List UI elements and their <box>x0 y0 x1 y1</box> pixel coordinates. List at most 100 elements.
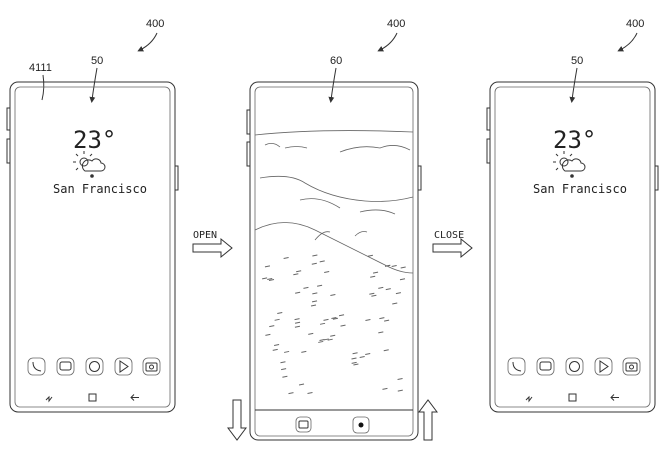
ripple-dash <box>353 363 359 366</box>
ripple-dash <box>400 266 406 269</box>
ripple-dash <box>288 392 294 395</box>
ripple-dash <box>367 254 373 257</box>
phone-body <box>9 81 176 413</box>
open-label: OPEN <box>193 230 217 241</box>
ripple-dash <box>378 331 384 334</box>
ref-400-middle: 400 <box>387 18 405 30</box>
phone-screen <box>494 86 651 408</box>
recent-apps-icon[interactable] <box>45 395 53 403</box>
ripple-dash <box>301 350 307 353</box>
ripple-dash <box>319 260 325 263</box>
app-dock <box>27 357 161 376</box>
ripple-dash <box>311 300 318 303</box>
ripple-dash <box>330 294 336 297</box>
ripple-dash <box>273 343 280 346</box>
ripple-dash <box>397 389 403 392</box>
ref-60: 60 <box>330 55 342 67</box>
browser-icon[interactable] <box>85 357 104 376</box>
ripple-dash <box>293 273 299 276</box>
volume-button <box>246 109 251 135</box>
play-store-icon[interactable] <box>114 357 133 376</box>
ripple-dash <box>295 291 301 294</box>
power-button <box>174 165 179 191</box>
leader-4111 <box>41 74 45 101</box>
ripple-dash <box>372 271 379 274</box>
back-icon[interactable] <box>610 394 619 401</box>
left-phone: 23° San Francisco <box>6 81 179 413</box>
temperature: 23° <box>73 126 116 154</box>
ripple-dash <box>308 332 314 335</box>
ripple-dash <box>283 257 289 260</box>
phone-body <box>249 81 419 441</box>
ripple-dash <box>385 264 391 267</box>
ripple-dash <box>385 288 391 291</box>
ripple-dash <box>294 318 300 321</box>
city-name: San Francisco <box>533 182 627 196</box>
ripple-dash <box>277 312 283 314</box>
ripple-dash <box>323 318 329 321</box>
camera-icon[interactable] <box>622 357 641 376</box>
ref-4111: 4111 <box>29 62 52 74</box>
ripple-dash <box>399 278 406 281</box>
leader-400-right <box>617 32 638 52</box>
ripple-dash <box>365 352 371 355</box>
camera-switch-icon[interactable] <box>295 416 312 433</box>
ripple-dash <box>264 265 271 268</box>
volume-button <box>486 138 491 164</box>
ripple-dash <box>365 318 371 321</box>
play-store-icon[interactable] <box>594 357 613 376</box>
ripple-dash <box>281 368 287 371</box>
leader-60 <box>328 67 337 103</box>
ripple-dash <box>282 375 288 378</box>
ripple-dash <box>310 304 317 307</box>
city-name: San Francisco <box>53 182 147 196</box>
shutter-button[interactable] <box>352 416 370 434</box>
nav-bar <box>525 393 619 403</box>
ripple-dash <box>269 325 275 328</box>
ripple-dash <box>319 322 326 325</box>
phone-icon[interactable] <box>507 357 526 376</box>
ripple-dash <box>312 292 318 295</box>
back-icon[interactable] <box>130 394 139 401</box>
ripple-dash <box>303 286 309 289</box>
power-button <box>417 165 422 191</box>
close-arrow-icon <box>432 237 473 259</box>
ripple-dash <box>274 318 280 321</box>
ripple-dash <box>331 317 337 320</box>
down-arrow-icon <box>227 399 247 441</box>
leader-400-left <box>137 32 158 52</box>
ripple-dash <box>324 271 330 274</box>
ref-50-right: 50 <box>571 55 583 67</box>
phone-screen <box>14 86 171 408</box>
ripple-dash <box>316 284 323 287</box>
browser-icon[interactable] <box>565 357 584 376</box>
ripple-dash <box>391 265 397 268</box>
ripple-dash <box>378 286 384 289</box>
ripple-dash <box>384 319 390 322</box>
leader-400-middle <box>377 32 398 52</box>
ripple-dash <box>340 324 346 327</box>
right-phone: 23° San Francisco <box>486 81 659 413</box>
middle-phone <box>246 81 422 441</box>
ripple-dash <box>327 338 333 341</box>
ripple-dash <box>351 361 357 364</box>
app-dock <box>507 357 641 376</box>
recent-apps-icon[interactable] <box>525 395 533 403</box>
ripple-dash <box>359 356 365 359</box>
camera-icon[interactable] <box>142 357 161 376</box>
phone-body <box>489 81 656 413</box>
volume-button <box>6 138 11 164</box>
ripple-dash <box>397 377 403 380</box>
home-icon[interactable] <box>568 393 577 402</box>
message-icon[interactable] <box>56 357 75 376</box>
phone-icon[interactable] <box>27 357 46 376</box>
ref-400-left: 400 <box>146 18 164 30</box>
landscape-image <box>254 130 414 395</box>
message-icon[interactable] <box>536 357 555 376</box>
ripple-dash <box>330 334 336 337</box>
ripple-dash <box>296 270 302 273</box>
power-button <box>654 165 659 191</box>
ripple-dash <box>284 350 290 353</box>
home-icon[interactable] <box>88 393 97 402</box>
ripple-dash <box>268 279 275 282</box>
